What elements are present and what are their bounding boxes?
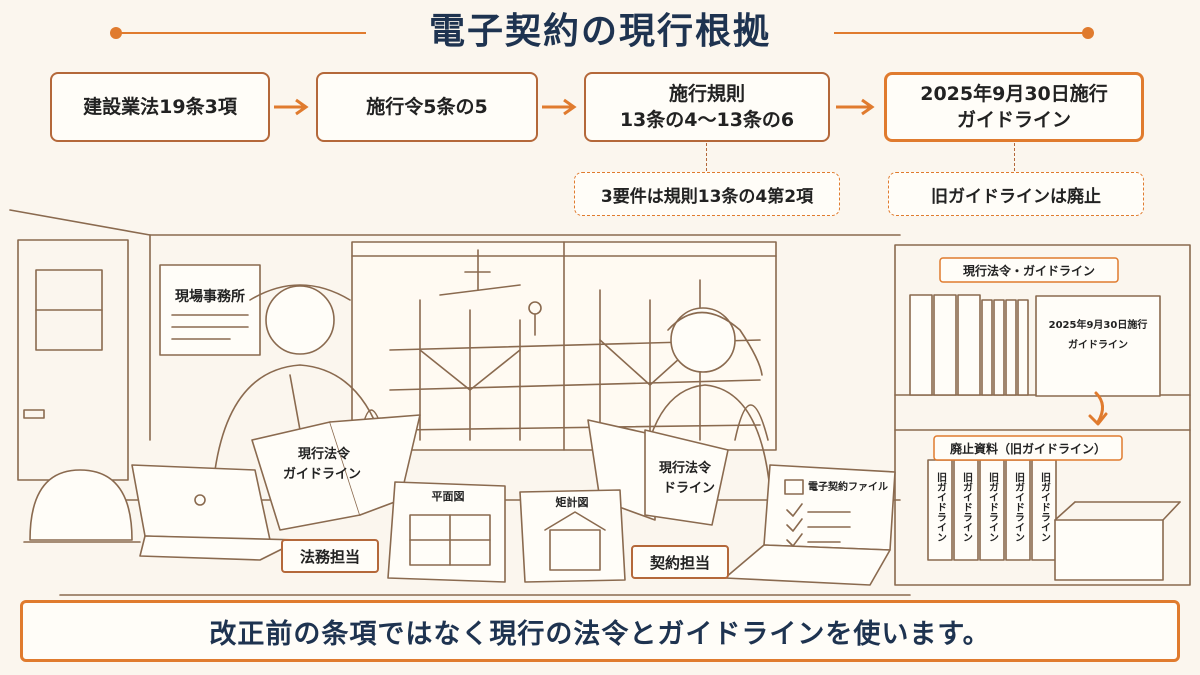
book-left-line2: ガイドライン [283, 467, 361, 482]
old-binder [953, 459, 979, 561]
role-legal-label: 法務担当 [300, 548, 360, 566]
plan-floor-label: 平面図 [432, 489, 465, 503]
role-contract-label: 契約担当 [649, 554, 710, 572]
storage-box [1054, 519, 1164, 581]
door [17, 239, 129, 481]
binder [1005, 299, 1017, 396]
note-connector-3 [706, 143, 707, 171]
flow-step-3-line1: 施行規則 [668, 83, 745, 105]
old-binder-label: 旧ガイドライン [935, 472, 947, 542]
plan-section-label: 矩計図 [556, 495, 589, 509]
old-binder-labels: 旧ガイドライン 旧ガイドライン 旧ガイドライン 旧ガイドライン 旧ガイドライン [935, 472, 1051, 542]
book-right [644, 429, 729, 526]
flow-step-enforcement-order: 施行令5条の5 [316, 72, 538, 142]
old-binder-label: 旧ガイドライン [1039, 472, 1051, 542]
old-binder-label: 旧ガイドライン [987, 472, 999, 542]
laptop-file-label: 電子契約ファイル [808, 480, 888, 493]
note-old-guideline-abolished: 旧ガイドラインは廃止 [888, 172, 1144, 216]
arrow-icon-3 [836, 98, 875, 116]
office-scene-illustration: 現場事務所 現行法令 ガイドライン 現行法令 ドライン 平面図 矩計図 電子契約… [9, 209, 1191, 596]
title-dot-right [1082, 27, 1094, 39]
role-tag-legal [281, 539, 379, 573]
role-tag-contract [631, 545, 729, 579]
office-sign-label: 現場事務所 [175, 288, 245, 305]
flow-step-3-line2: 13条の4〜13条の6 [619, 109, 795, 131]
bookshelf [894, 244, 1191, 586]
old-binder-label: 旧ガイドライン [961, 472, 973, 542]
title-rule-left [116, 32, 366, 34]
person-legal [265, 285, 335, 355]
plan-floor [387, 481, 506, 583]
old-binder-label: 旧ガイドライン [1013, 472, 1025, 542]
plan-section [519, 489, 626, 583]
old-binder [1005, 459, 1031, 561]
book-right-line2: ドライン [663, 481, 715, 496]
folder-icon [784, 479, 804, 495]
office-notice [159, 264, 261, 356]
flow-step-guideline: 2025年9月30日施行 ガイドライン [884, 72, 1144, 142]
binder [933, 294, 957, 396]
flow-step-enforcement-rules: 施行規則 13条の4〜13条の6 [584, 72, 830, 142]
person-contract [670, 307, 736, 373]
flow-step-4-line1: 2025年9月30日施行 [920, 83, 1108, 105]
book-left-line1: 現行法令 [298, 446, 351, 462]
shelf-top-label: 現行法令・ガイドライン [963, 263, 1095, 278]
binder [909, 294, 933, 396]
laptop-right [763, 464, 896, 551]
note-connector-4 [1014, 143, 1015, 171]
shelf-binder-line1: 2025年9月30日施行 [1049, 318, 1148, 331]
page-title: 電子契約の現行根拠 [428, 11, 771, 52]
binder [1017, 299, 1029, 396]
title-rule-right [834, 32, 1086, 34]
arrow-icon-1 [274, 98, 309, 116]
hardhat [29, 469, 133, 541]
flow-step-construction-act: 建設業法19条3項 [50, 72, 270, 142]
shelf-binder-line2: ガイドライン [1068, 338, 1128, 351]
note-three-requirements: 3要件は規則13条の4第2項 [574, 172, 840, 216]
old-binder [1031, 459, 1057, 561]
binder [981, 299, 993, 396]
binder [957, 294, 981, 396]
flow-step-1-text: 建設業法19条3項 [83, 96, 237, 118]
binder [993, 299, 1005, 396]
laptop-left [131, 464, 271, 541]
book-right-line1: 現行法令 [659, 460, 712, 476]
arrow-icon-2 [542, 98, 577, 116]
summary-banner: 改正前の条項ではなく現行の法令とガイドラインを使います。 [20, 600, 1180, 662]
shelf-bottom-label: 廃止資料（旧ガイドライン） [950, 441, 1106, 456]
flow-step-2-text: 施行令5条の5 [366, 96, 488, 118]
flow-step-4-line2: ガイドライン [956, 109, 1071, 131]
shelf-bottom-tag [933, 435, 1123, 461]
shelf-top-tag [939, 257, 1119, 283]
title-row: 電子契約の現行根拠 [0, 10, 1200, 54]
